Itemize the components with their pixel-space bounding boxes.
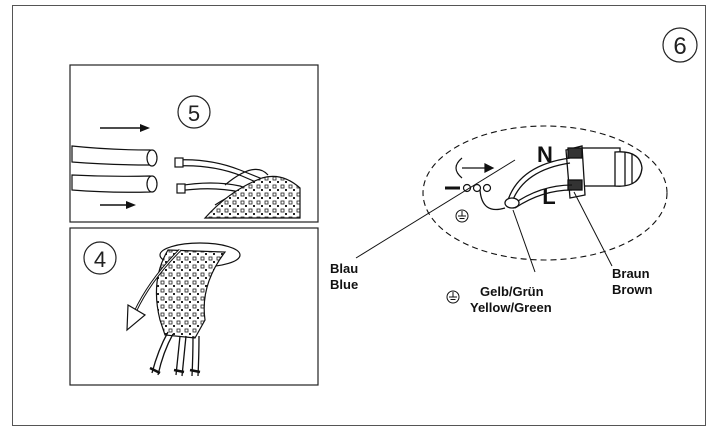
cable-icon bbox=[71, 145, 158, 193]
label-blau: Blau bbox=[330, 261, 358, 276]
lamp-holder-icon bbox=[565, 145, 643, 199]
terminal-screws-icon bbox=[445, 183, 492, 193]
rotation-arrow-icon bbox=[455, 157, 495, 179]
detail-outline bbox=[422, 125, 668, 261]
panel-step-5: 5 bbox=[69, 64, 319, 223]
connection-detail: N L bbox=[422, 125, 668, 261]
conductors-icon bbox=[174, 157, 281, 206]
label-yellow-green: Yellow/Green bbox=[470, 300, 552, 315]
leader-lines bbox=[355, 159, 613, 273]
label-brown: Brown bbox=[612, 282, 653, 297]
step-4-number: 4 bbox=[94, 247, 106, 272]
conductors-icon-2 bbox=[149, 331, 201, 377]
label-gelb-gruen: Gelb/Grün bbox=[480, 284, 544, 299]
braided-sleeve-icon bbox=[203, 175, 301, 219]
step-6-badge: 6 bbox=[662, 27, 698, 63]
terminal-n-label: N bbox=[537, 142, 553, 167]
label-blue: Blue bbox=[330, 277, 358, 292]
step-5-number: 5 bbox=[188, 101, 200, 126]
pull-arrow-icon bbox=[126, 248, 182, 332]
terminal-l-label: L bbox=[542, 184, 555, 209]
step-6-number: 6 bbox=[673, 33, 686, 60]
illustration-frame bbox=[12, 5, 706, 426]
earth-symbol-legend-icon bbox=[446, 290, 460, 304]
panel-step-4: 4 bbox=[69, 227, 319, 386]
earth-symbol-icon bbox=[455, 209, 469, 223]
wires-icon bbox=[479, 157, 573, 211]
label-braun: Braun bbox=[612, 266, 650, 281]
push-arrow-icon bbox=[100, 124, 150, 209]
